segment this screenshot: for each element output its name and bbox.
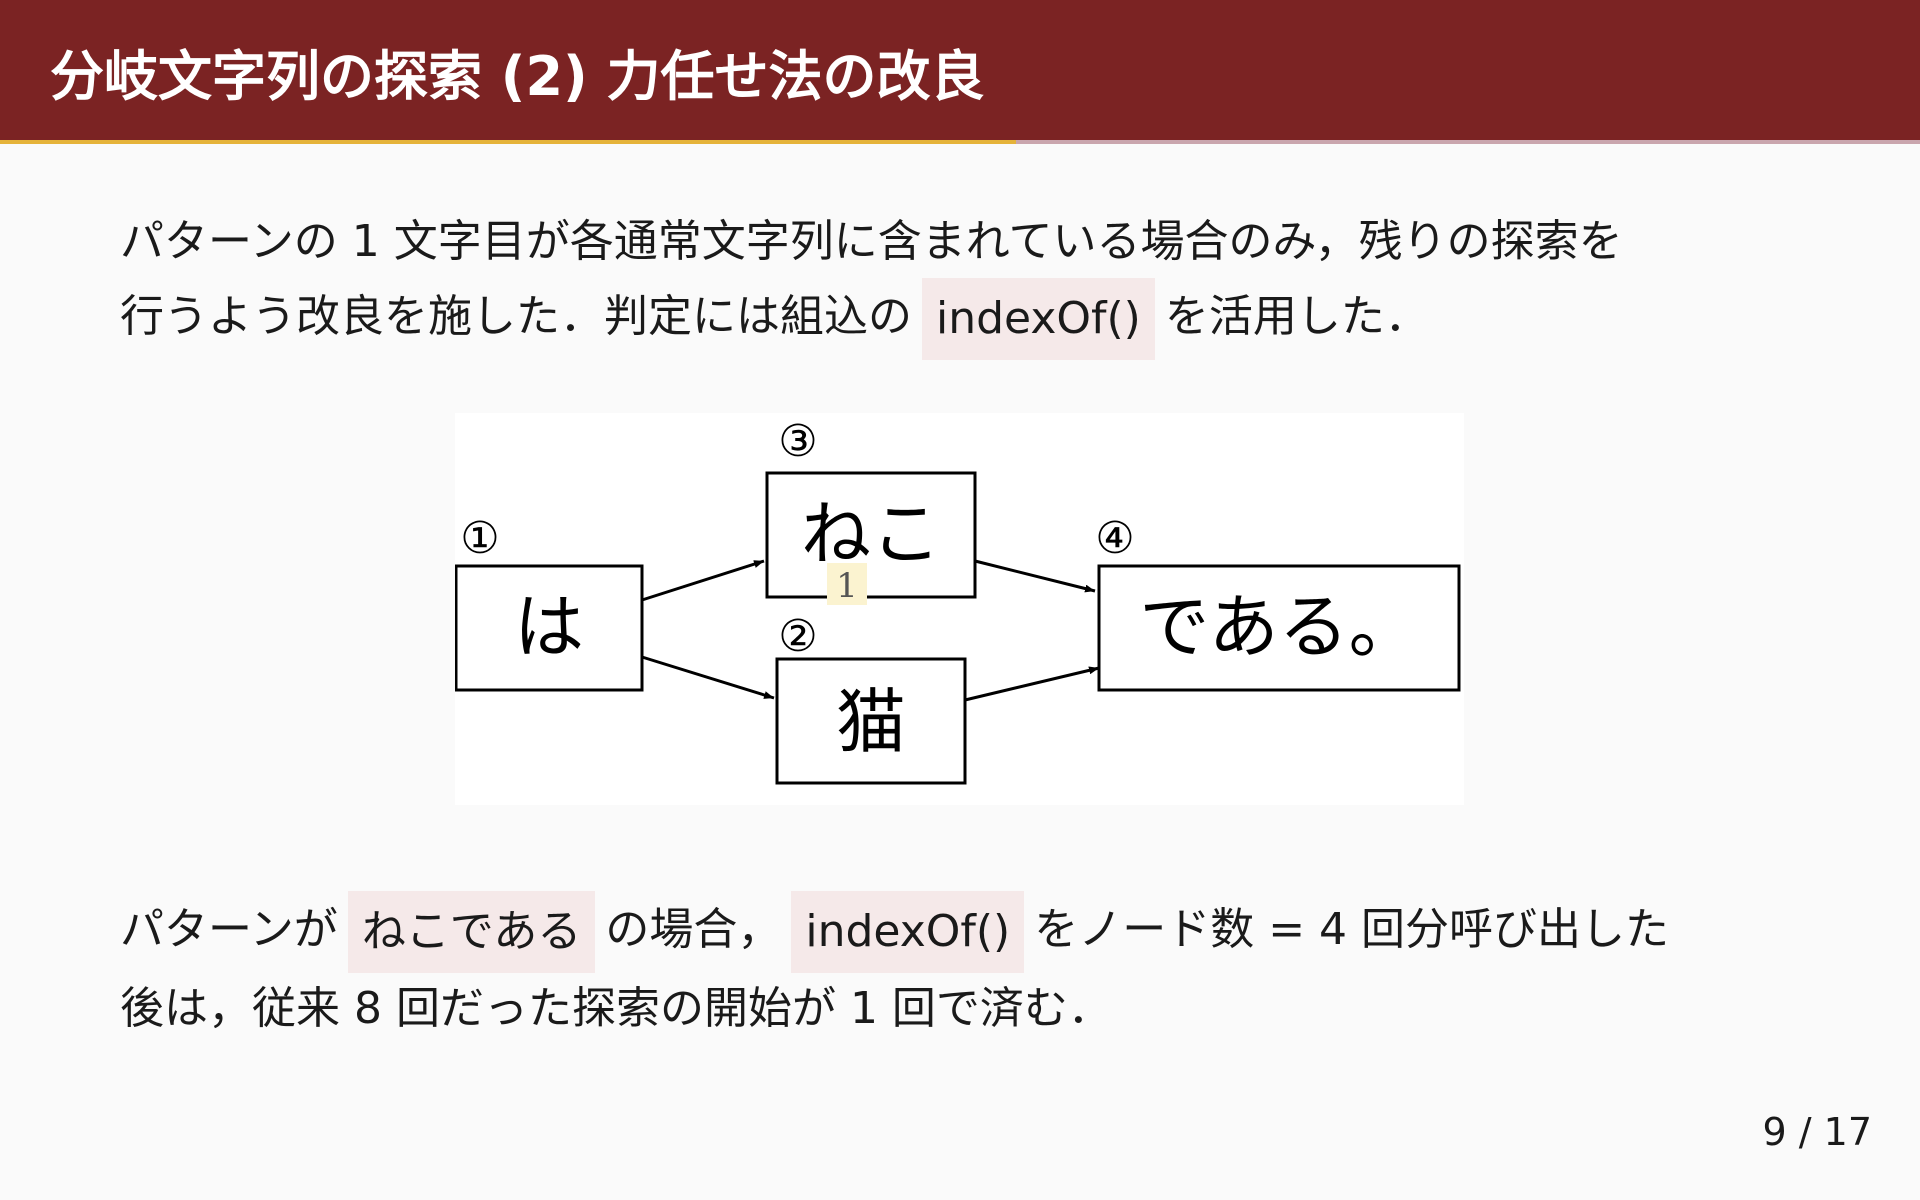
- header-remaining-rule: [1016, 140, 1920, 144]
- edge-neko-kanji-to-dearu: [964, 666, 1100, 702]
- node-neko-kanji-label: 猫: [836, 681, 906, 763]
- node-neko-kana-box: [765, 471, 977, 599]
- node-neko-kana-label: ねこ: [801, 493, 941, 575]
- marker-one: 1: [836, 566, 858, 606]
- code-indexof-2: indexOf(): [791, 891, 1025, 973]
- node-dearu-box: [1097, 564, 1461, 692]
- slide-header: 分岐文字列の探索 (2) 力任せ法の改良: [0, 0, 1920, 140]
- node-ha-label: は: [514, 586, 584, 668]
- diagram-svg: は ① ねこ ③ 1 猫 ② である。 ④: [455, 416, 1461, 785]
- paragraph-result-line-1: パターンがねこであるの場合，indexOf()をノード数 = 4 回分呼び出した: [120, 891, 1669, 973]
- intro-text-after-code: を活用した．: [1164, 291, 1429, 342]
- result-text-after-code: をノード数 = 4 回分呼び出した: [1034, 904, 1670, 955]
- paragraph-result-line-2: 後は，従来 8 回だった探索の開始が 1 回で済む．: [120, 983, 1112, 1034]
- intro-text-before-code: 行うよう改良を施した．判定には組込の: [120, 291, 912, 342]
- node-ha-box: [455, 564, 644, 692]
- node-dearu-label: である。: [1139, 586, 1418, 668]
- node-dearu-order: ④: [1095, 513, 1134, 564]
- paragraph-intro: パターンの 1 文字目が各通常文字列に含まれている場合のみ，残りの探索を 行うよ…: [120, 206, 1623, 360]
- result-text-mid: の場合，: [605, 904, 782, 955]
- edge-ha-to-neko-kanji: [641, 655, 775, 700]
- result-text-before-code: パターンが: [120, 904, 338, 955]
- paragraph-result: パターンがねこであるの場合，indexOf()をノード数 = 4 回分呼び出した…: [120, 891, 1669, 1045]
- node-neko-kanji-box: [775, 657, 967, 785]
- node-neko-kanji-order: ②: [778, 611, 817, 662]
- edge-neko-kana-to-dearu: [974, 559, 1096, 593]
- header-progress-rule: [0, 140, 1016, 144]
- paragraph-intro-line-1: パターンの 1 文字目が各通常文字列に含まれている場合のみ，残りの探索を: [120, 216, 1623, 267]
- code-indexof: indexOf(): [922, 278, 1155, 360]
- page-number: 9 / 17: [1762, 1110, 1873, 1154]
- node-ha-order: ①: [460, 513, 499, 564]
- marker-one-bg: [827, 563, 867, 605]
- node-neko-kana-order: ③: [778, 416, 817, 467]
- edge-ha-to-neko-kana: [641, 559, 765, 602]
- branch-string-diagram: は ① ねこ ③ 1 猫 ② である。 ④: [455, 413, 1464, 805]
- slide-title: 分岐文字列の探索 (2) 力任せ法の改良: [50, 45, 985, 108]
- code-neko-dearu: ねこである: [347, 891, 596, 973]
